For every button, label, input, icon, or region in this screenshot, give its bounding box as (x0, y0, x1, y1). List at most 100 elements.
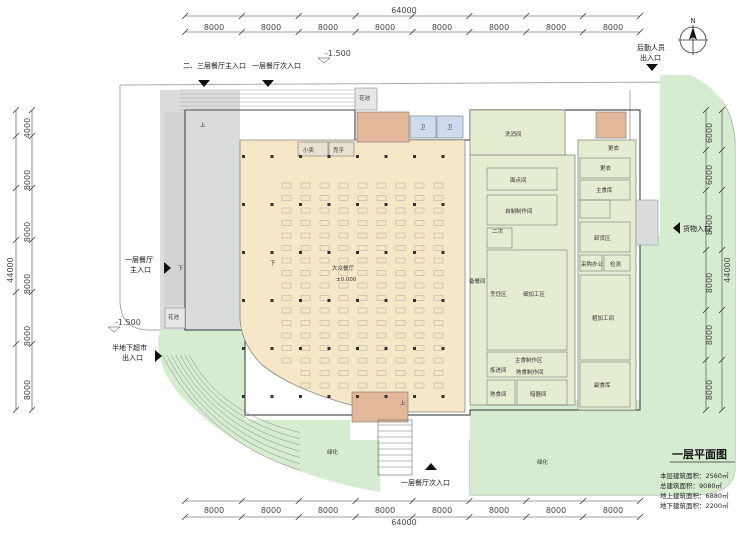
room-second-change: 二次 (492, 227, 504, 235)
plaza-gray-left (160, 90, 240, 330)
room-purchase: 采购办公 (581, 260, 604, 268)
entrance-staff-1: 后勤人员 (637, 43, 665, 52)
dimension-ticks (12, 12, 726, 521)
top-span: 8000 (489, 23, 509, 32)
left-span: 8000 (23, 326, 32, 346)
entrance-goods: 货物入口 (683, 224, 711, 233)
room-shop: 小卖 (303, 146, 315, 154)
kitchen-area (469, 154, 576, 406)
room-staple: 主食制作区 (515, 356, 543, 364)
total-height-left: 44000 (6, 257, 15, 282)
room-cooked: 熟食间 (490, 390, 507, 398)
curved-steps (161, 354, 301, 471)
arrow-down-icon (646, 64, 658, 71)
right-span: 6000 (705, 165, 714, 185)
right-span: 8000 (705, 215, 714, 235)
entrance-steps-top (164, 89, 355, 305)
bottom-span: 8000 (318, 506, 338, 515)
bottom-span: 8000 (603, 506, 623, 515)
wc-2 (436, 115, 464, 139)
room-flower-2: 花池 (168, 313, 180, 321)
arrow-down-icon (198, 80, 210, 87)
room-cooking: 烹饪区 (490, 290, 507, 298)
stair-top (356, 111, 410, 143)
room-hot-prep: 熟食制作间 (516, 368, 544, 376)
green-area-left (158, 330, 380, 492)
room-side-store: 副食库 (594, 381, 611, 389)
wash-area (469, 109, 566, 156)
top-span: 8000 (432, 23, 452, 32)
stat-above-ground: 地上建筑面积：6880㎡ (660, 491, 729, 500)
entrance-market-1: 半地下超市 (112, 343, 147, 352)
room-prep: 备餐间 (469, 277, 486, 285)
left-span: 4000 (23, 118, 32, 138)
total-width-bottom: 64000 (391, 518, 416, 527)
room-main-store: 主食库 (596, 186, 613, 194)
entrance-left-main-1: 一层餐厅 (125, 255, 153, 264)
left-span: 8000 (23, 274, 32, 294)
stair-bottom (351, 391, 409, 423)
stair-label-down: 下 (270, 260, 276, 267)
top-span: 8000 (603, 23, 623, 32)
right-span: 8000 (705, 325, 714, 345)
top-span: 8000 (261, 23, 281, 32)
top-span: 8000 (318, 23, 338, 32)
span-labels: 8000 8000 8000 8000 8000 8000 8000 8000 … (23, 23, 714, 515)
entrance-steps-bottom (377, 419, 413, 476)
green-area-right (470, 75, 735, 495)
bottom-span: 8000 (375, 506, 395, 515)
room-change-2: 更衣 (600, 164, 612, 172)
stat-below-ground: 地下建筑面积：2200㎡ (660, 501, 729, 510)
site-boundary-left (119, 85, 160, 331)
right-span: 6000 (705, 123, 714, 143)
top-span: 8000 (546, 23, 566, 32)
entrance-left-main-2: 主入口 (130, 265, 151, 274)
elevation-marker-icon (107, 326, 121, 333)
elevation-marker-icon (317, 57, 331, 64)
room-dark: 暗器间 (530, 390, 547, 398)
room-dessert: 面点间 (510, 176, 527, 184)
north-compass: N (678, 17, 708, 55)
room-green-2: 绿化 (537, 458, 549, 466)
elevation-top: -1.500 (325, 49, 351, 58)
room-inspect: 检测 (610, 260, 622, 268)
stat-total-area: 总建筑面积：9080㎡ (660, 481, 723, 490)
top-span: 8000 (204, 23, 224, 32)
shop-room (297, 141, 329, 157)
entrance-market-2: 出入口 (122, 353, 143, 362)
arrow-right-icon (155, 350, 162, 362)
room-wc-1: 卫 (420, 124, 426, 131)
left-span: 8000 (23, 222, 32, 242)
top-span: 8000 (375, 23, 395, 32)
room-self-made: 自制制作间 (505, 207, 533, 215)
room-wash: 洗消间 (505, 130, 522, 138)
entrance-top-secondary: 一层餐厅次入口 (252, 61, 301, 70)
arrow-down-icon (262, 80, 274, 87)
stair-right (595, 111, 627, 139)
arrow-up-icon (425, 463, 437, 470)
room-hot-kitchen: 细加工区 (523, 290, 546, 298)
right-span: 8000 (705, 273, 714, 293)
room-unload: 卸货区 (594, 234, 611, 242)
elevation-left: -1.500 (115, 318, 141, 327)
stair-label-down: 下 (178, 265, 184, 272)
entrance-staff-2: 出入口 (640, 53, 661, 62)
room-flower-1: 花池 (359, 94, 371, 102)
bottom-span: 8000 (546, 506, 566, 515)
ramp-right (635, 199, 659, 246)
wc-1 (409, 115, 437, 139)
left-span: 8000 (23, 380, 32, 400)
flower-bed-top (354, 87, 378, 111)
compass-letter: N (690, 17, 695, 25)
stat-floor-area: 本层建筑面积：2560㎡ (660, 471, 729, 480)
room-side-in: 炼进间 (490, 366, 507, 374)
columns (242, 155, 445, 398)
bottom-span: 8000 (432, 506, 452, 515)
room-green-1: 绿化 (327, 448, 339, 456)
room-change-1: 更衣 (608, 144, 620, 152)
drawing-title: 一层平面图 (672, 448, 727, 461)
right-span: 8000 (705, 380, 714, 400)
counter-room (328, 141, 355, 157)
arrow-left-icon (673, 222, 680, 234)
